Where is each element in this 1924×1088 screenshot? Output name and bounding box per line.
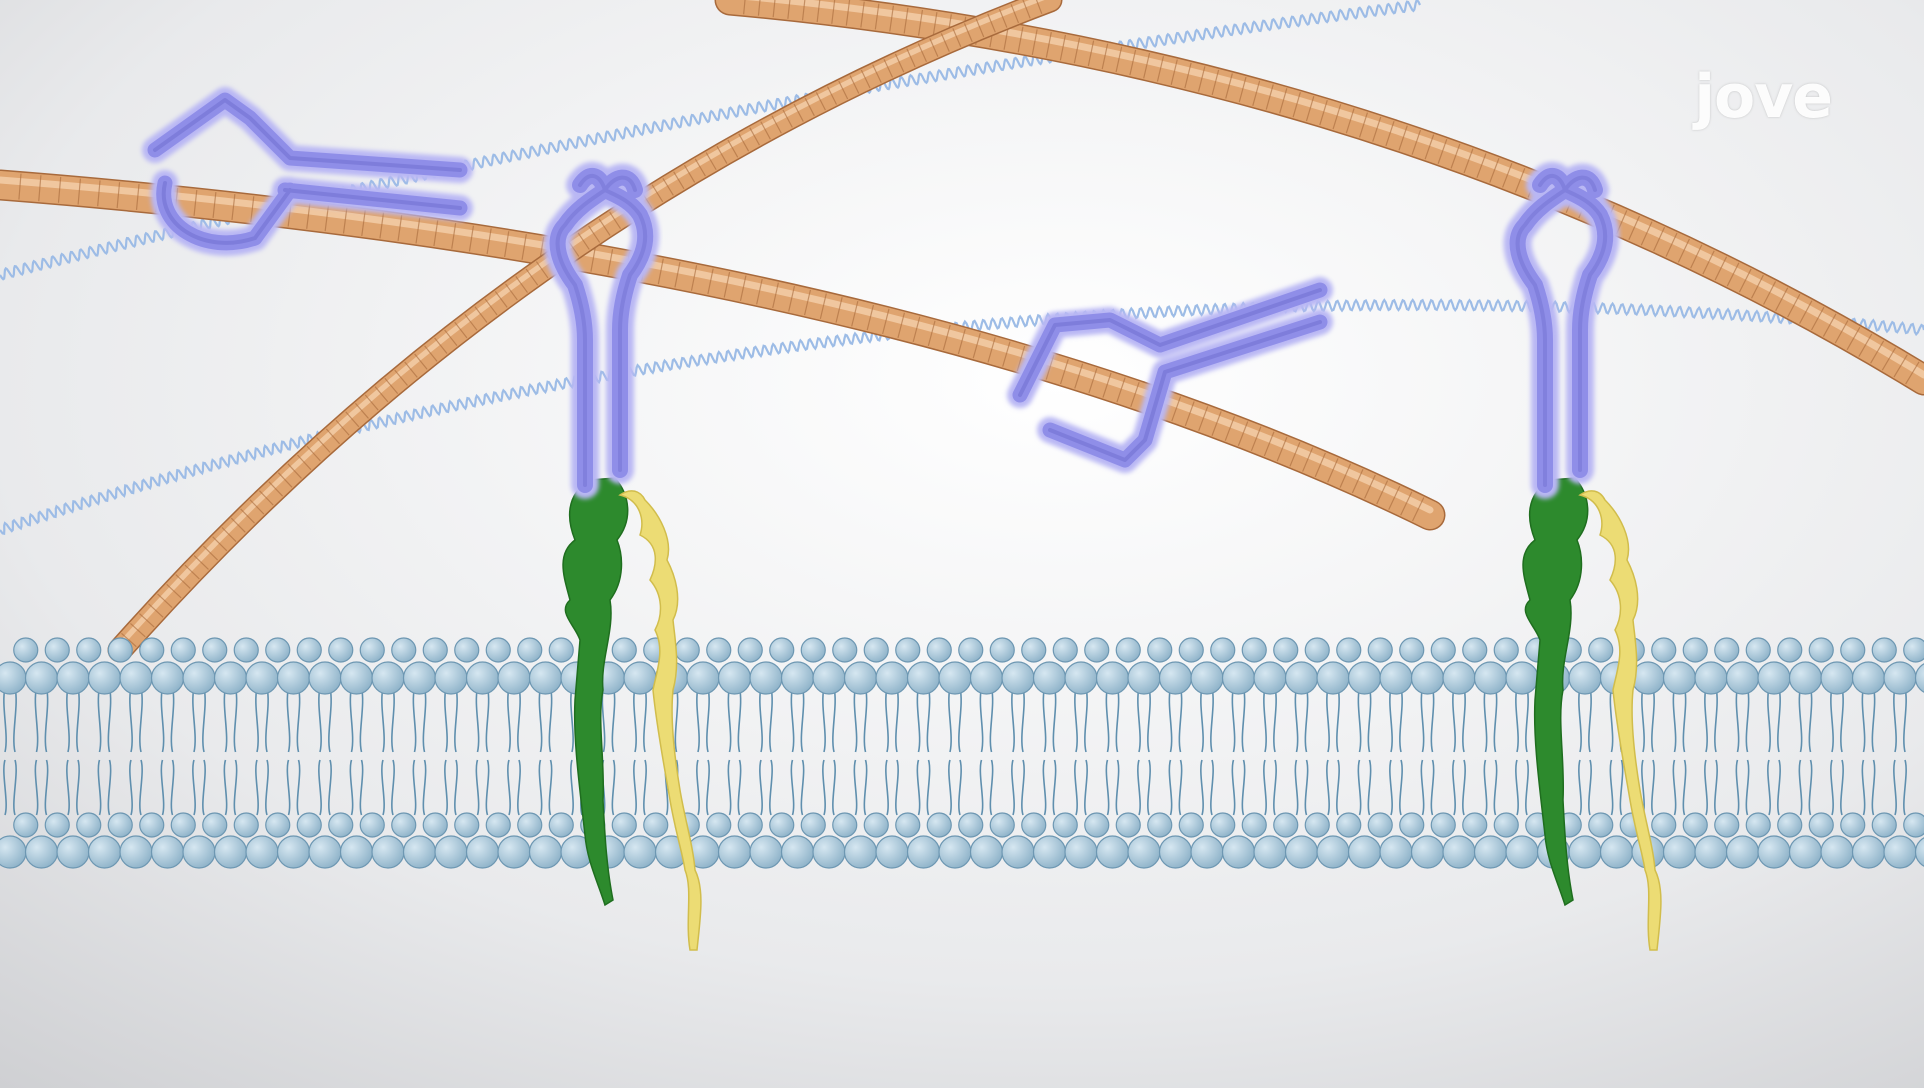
- outer-leaflet-heads-back: [14, 638, 1924, 662]
- jove-logo: jove: [1694, 62, 1832, 132]
